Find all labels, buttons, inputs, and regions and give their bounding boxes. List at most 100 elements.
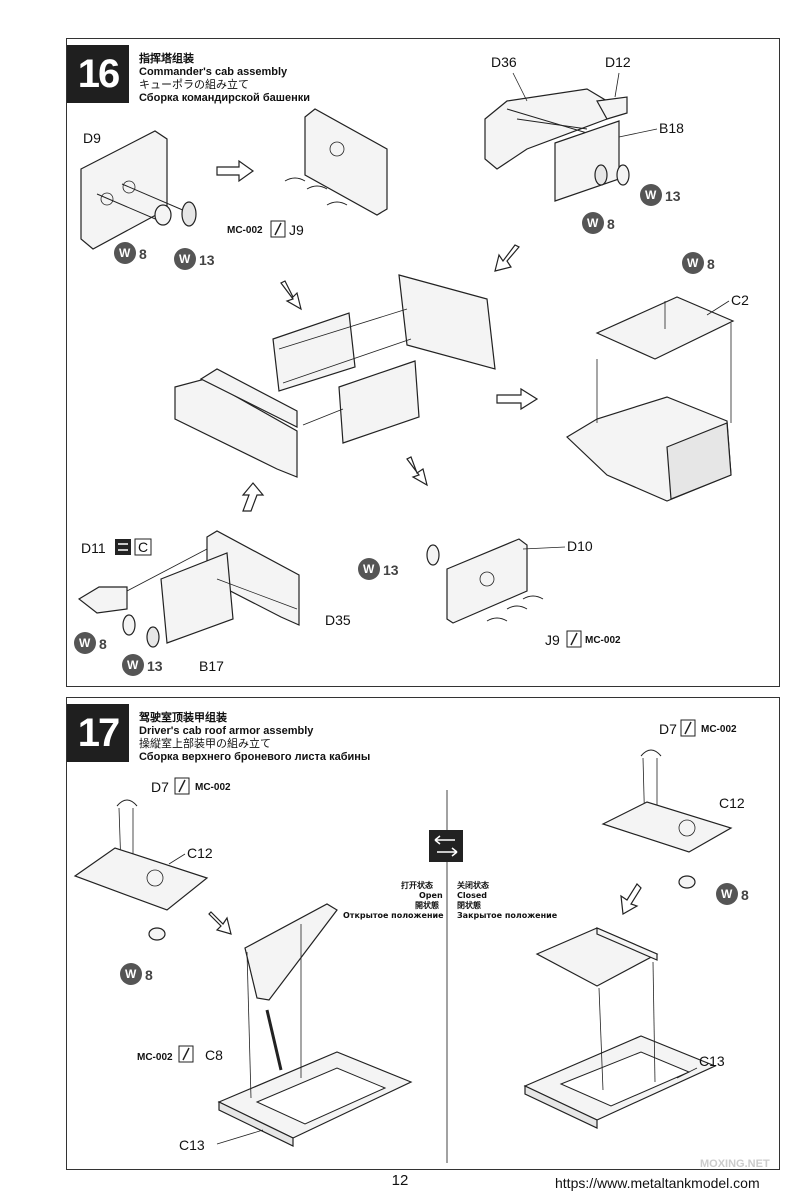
- title-jp: キューポラの組み立て: [139, 79, 249, 91]
- title-en: Driver's cab roof armor assembly: [139, 725, 314, 737]
- svg-text:W: W: [645, 188, 657, 202]
- part-b18-panel: [554, 120, 630, 202]
- svg-text:W: W: [179, 252, 191, 266]
- hollow-arrow-icon: [208, 911, 232, 935]
- step-title: 驾驶室顶装甲组装 Driver's cab roof armor assembl…: [139, 712, 370, 764]
- assembled-cab: [566, 323, 732, 502]
- title-zh: 驾驶室顶装甲组装: [139, 712, 227, 724]
- watermark: MOXING.NET: [700, 1158, 770, 1170]
- title-ru: Сборка верхнего броневого листа кабины: [139, 751, 371, 763]
- c-box: C: [134, 538, 152, 556]
- brush-icon: [680, 719, 696, 737]
- step-title: 指挥塔组装 Commander's cab assembly キューポラの組み立…: [139, 53, 310, 105]
- part-c12-closed-hatch: [535, 927, 659, 987]
- label-d36: D36: [491, 54, 517, 70]
- weld-marker-13: W 13: [640, 184, 681, 206]
- weld-marker-8: W 8: [716, 883, 749, 905]
- brush-icon: [566, 630, 582, 648]
- state-open-zh: 打开状态: [401, 880, 433, 890]
- svg-text:W: W: [79, 636, 91, 650]
- part-d10-panel: [426, 538, 544, 624]
- label-j9: J9: [545, 632, 560, 648]
- state-open-jp: 開状態: [415, 900, 439, 910]
- label-c12: C12: [719, 795, 745, 811]
- part-c13-frame-open: [217, 924, 413, 1147]
- svg-text:8: 8: [607, 216, 615, 232]
- part-d36-frame: [484, 88, 628, 170]
- title-en: Commander's cab assembly: [139, 66, 288, 78]
- label-d35: D35: [325, 612, 351, 628]
- svg-text:W: W: [363, 562, 375, 576]
- label-b18: B18: [659, 120, 684, 136]
- state-open-en: Open: [419, 891, 443, 900]
- svg-text:W: W: [125, 967, 137, 981]
- hollow-arrow-icon: [280, 280, 302, 311]
- hollow-arrow-icon: [406, 456, 428, 487]
- label-b17: B17: [199, 658, 224, 674]
- label-c13: C13: [699, 1053, 725, 1069]
- part-side-panel-j9: [284, 108, 388, 216]
- label-mc-002: MC-002: [195, 782, 231, 793]
- weld-marker-8: W 8: [120, 963, 153, 985]
- brush-icon: [270, 220, 286, 238]
- bottom-left-assembly: [77, 530, 300, 648]
- part-c2-roof-plate: [595, 296, 735, 360]
- step-16-panel: 16 指挥塔组装 Commander's cab assembly キューポラの…: [66, 38, 780, 687]
- brush-icon: [174, 777, 190, 795]
- svg-text:W: W: [119, 246, 131, 260]
- svg-text:C: C: [138, 539, 148, 555]
- svg-text:W: W: [721, 887, 733, 901]
- hollow-arrow-icon: [241, 482, 265, 512]
- part-c8-rod: [265, 1009, 283, 1071]
- svg-text:W: W: [687, 256, 699, 270]
- label-c13: C13: [179, 1137, 205, 1153]
- svg-text:13: 13: [147, 658, 163, 674]
- label-c8: C8: [205, 1047, 223, 1063]
- footer-url[interactable]: https://www.metaltankmodel.com: [555, 1175, 760, 1191]
- label-d7: D7: [659, 721, 677, 737]
- swap-icon: [115, 539, 131, 555]
- label-d9: D9: [83, 130, 101, 146]
- label-c12: C12: [187, 845, 213, 861]
- weld-label: 13: [199, 252, 215, 268]
- weld-marker-8: W 8: [114, 242, 147, 264]
- label-d12: D12: [605, 54, 631, 70]
- step-number: 17: [67, 704, 129, 762]
- label-mc-002: MC-002: [137, 1052, 173, 1063]
- label-d10: D10: [567, 538, 593, 554]
- label-c2: C2: [731, 292, 749, 308]
- svg-text:13: 13: [383, 562, 399, 578]
- label-d7: D7: [151, 779, 169, 795]
- state-open-ru: Открытое положение: [343, 911, 444, 920]
- svg-text:8: 8: [145, 967, 153, 983]
- step-16-diagram: D9 W 8 W 13 MC-002 J9: [74, 54, 749, 676]
- step-17-panel: 17 驾驶室顶装甲组装 Driver's cab roof armor asse…: [66, 697, 780, 1170]
- weld-marker-13: W 13: [174, 248, 215, 270]
- label-d11: D11: [81, 540, 106, 556]
- hollow-arrow-icon: [494, 244, 520, 272]
- part-d9-panel: [80, 130, 197, 250]
- svg-text:W: W: [587, 216, 599, 230]
- svg-text:8: 8: [707, 256, 715, 272]
- title-ru: Сборка командирской башенки: [139, 92, 310, 104]
- hollow-arrow-icon: [496, 387, 539, 411]
- step-number: 16: [67, 45, 129, 103]
- title-zh: 指挥塔组装: [139, 53, 194, 65]
- weld-marker-13: W 13: [122, 654, 163, 676]
- state-closed-zh: 关闭状态: [457, 880, 489, 890]
- brush-icon: [178, 1045, 194, 1063]
- part-c12-open-hatch: [244, 903, 338, 1001]
- label-mc-002: MC-002: [227, 225, 263, 236]
- hollow-arrow-icon: [620, 883, 642, 915]
- weld-marker-8: W 8: [74, 632, 107, 654]
- part-c13-frame-closed: [523, 961, 717, 1129]
- label-mc-002: MC-002: [701, 724, 737, 735]
- weld-marker-13: W 13: [358, 558, 399, 580]
- title-jp: 操縦室上部装甲の組み立て: [139, 738, 271, 750]
- weld-marker-8: W 8: [582, 212, 615, 234]
- weld-label: 8: [139, 246, 147, 262]
- hollow-arrow-icon: [216, 159, 255, 183]
- svg-text:8: 8: [99, 636, 107, 652]
- open-close-toggle-icon: [429, 830, 463, 862]
